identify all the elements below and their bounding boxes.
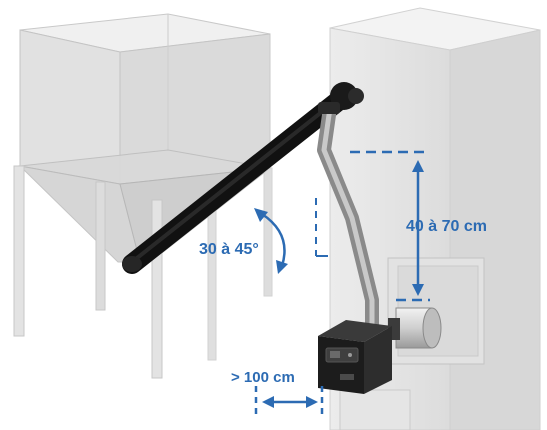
height-range-label: 40 à 70 cm (406, 218, 487, 235)
auger-conveyor (122, 82, 364, 274)
reference-vertical-dashes (315, 198, 328, 257)
angle-range-label: 30 à 45° (199, 241, 259, 258)
pellet-burner (318, 307, 442, 394)
height-dimension (350, 150, 430, 302)
flexible-drop-tube (317, 102, 379, 330)
angle-dimension (254, 208, 288, 274)
distance-dimension (254, 386, 324, 418)
min-distance-label: > 100 cm (231, 369, 295, 386)
hopper-legs (13, 165, 273, 379)
